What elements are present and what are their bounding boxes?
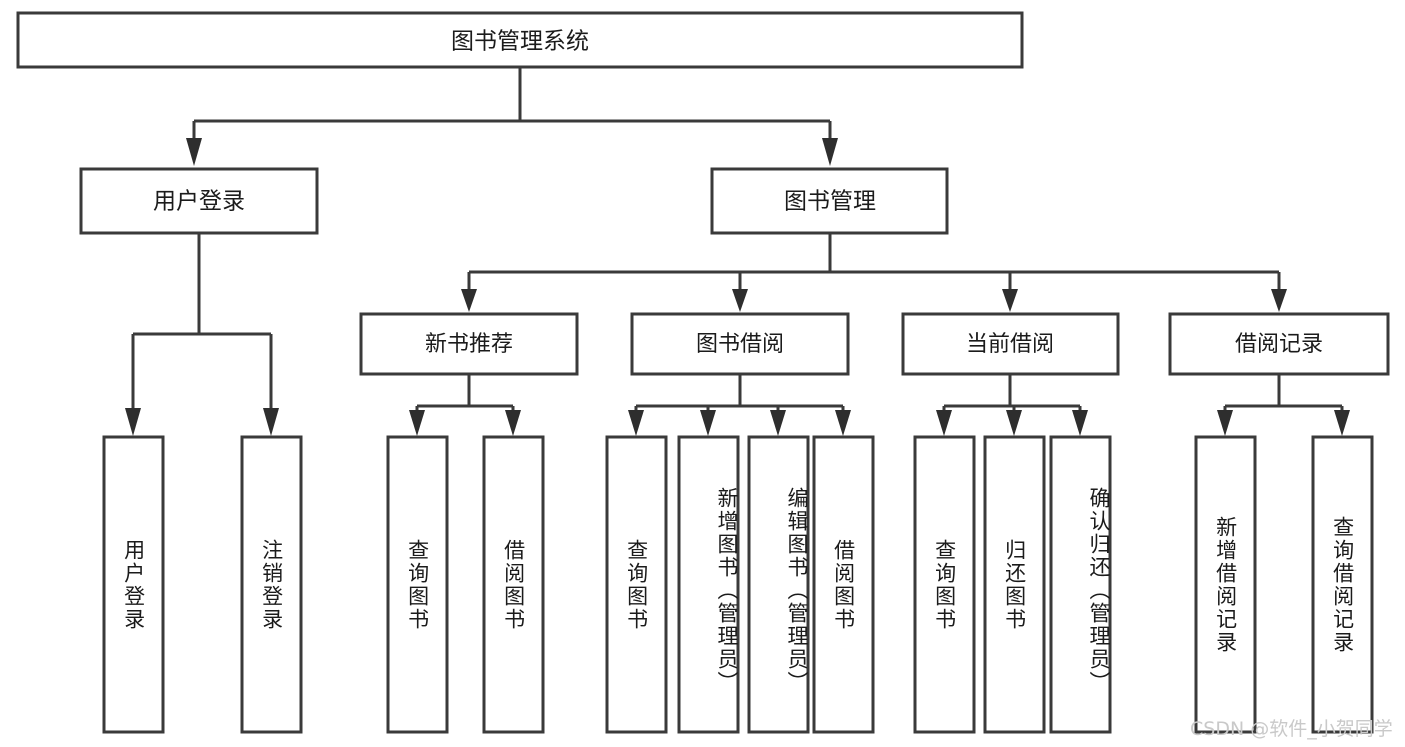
leaf-box-add-book-admin[interactable] xyxy=(677,435,740,734)
arrow-head-borrow-1 xyxy=(628,410,644,436)
arrow-head-login-2 xyxy=(263,408,279,436)
leaf-box-user-login[interactable] xyxy=(102,435,165,734)
arrow-head-record-1 xyxy=(1217,410,1233,436)
arrow-head-bookmgmt-1 xyxy=(461,289,477,312)
node-borrow-record-label: 借阅记录 xyxy=(1235,332,1323,357)
arrow-head-recommend-2 xyxy=(505,410,521,436)
node-book-management-label: 图书管理 xyxy=(784,189,876,215)
leaf-box-query-book-current[interactable] xyxy=(913,435,976,734)
arrow-head-bookmgmt-4 xyxy=(1271,289,1287,312)
arrow-head-current-2 xyxy=(1006,410,1022,436)
leaf-box-group xyxy=(102,435,1374,734)
node-root[interactable]: 图书管理系统 xyxy=(16,11,1024,69)
node-user-login-box[interactable] xyxy=(79,167,319,235)
arrow-head-record-2 xyxy=(1334,410,1350,436)
csdn-watermark: CSDN @软件_小贺同学 xyxy=(1190,718,1393,740)
leaf-box-return-book[interactable] xyxy=(983,435,1046,734)
node-book-borrow-label: 图书借阅 xyxy=(696,332,784,357)
node-current-borrow[interactable]: 当前借阅 xyxy=(901,312,1120,376)
leaf-box-query-borrow-record[interactable] xyxy=(1311,435,1374,734)
arrow-head-borrow-2 xyxy=(700,410,716,436)
arrow-head-bookmgmt-2 xyxy=(732,289,748,312)
node-new-book-recommend-box[interactable] xyxy=(359,312,579,376)
node-root-box[interactable] xyxy=(16,11,1024,69)
leaf-box-confirm-return-admin[interactable] xyxy=(1049,435,1112,734)
node-book-management[interactable]: 图书管理 xyxy=(710,167,949,235)
node-current-borrow-box[interactable] xyxy=(901,312,1120,376)
leaf-box-borrow-book-recommend[interactable] xyxy=(482,435,545,734)
arrow-head-login-1 xyxy=(125,408,141,436)
node-borrow-record-box[interactable] xyxy=(1168,312,1390,376)
arrow-head-current-1 xyxy=(936,410,952,436)
leaf-box-query-book-recommend[interactable] xyxy=(386,435,449,734)
leaf-box-borrow-book[interactable] xyxy=(812,435,875,734)
arrow-head-borrow-3 xyxy=(770,410,786,436)
leaf-box-edit-book-admin[interactable] xyxy=(747,435,810,734)
arrow-head-recommend-1 xyxy=(409,410,425,436)
leaf-box-query-book-borrow[interactable] xyxy=(605,435,668,734)
arrow-head-bookmgmt-3 xyxy=(1002,289,1018,312)
arrow-head-to-bookmgmt xyxy=(822,138,838,166)
node-new-book-recommend[interactable]: 新书推荐 xyxy=(359,312,579,376)
leaf-box-logout[interactable] xyxy=(240,435,303,734)
arrow-head-current-3 xyxy=(1072,410,1088,436)
connector-group xyxy=(125,67,1350,436)
node-book-borrow-box[interactable] xyxy=(630,312,850,376)
node-user-login-label: 用户登录 xyxy=(153,189,245,215)
node-current-borrow-label: 当前借阅 xyxy=(966,332,1054,357)
arrow-head-borrow-4 xyxy=(835,410,851,436)
leaf-box-add-borrow-record[interactable] xyxy=(1194,435,1257,734)
node-new-book-recommend-label: 新书推荐 xyxy=(425,332,513,357)
node-root-label: 图书管理系统 xyxy=(451,29,589,55)
node-book-management-box[interactable] xyxy=(710,167,949,235)
node-book-borrow[interactable]: 图书借阅 xyxy=(630,312,850,376)
arrow-head-to-login xyxy=(186,138,202,166)
node-user-login[interactable]: 用户登录 xyxy=(79,167,319,235)
node-borrow-record[interactable]: 借阅记录 xyxy=(1168,312,1390,376)
